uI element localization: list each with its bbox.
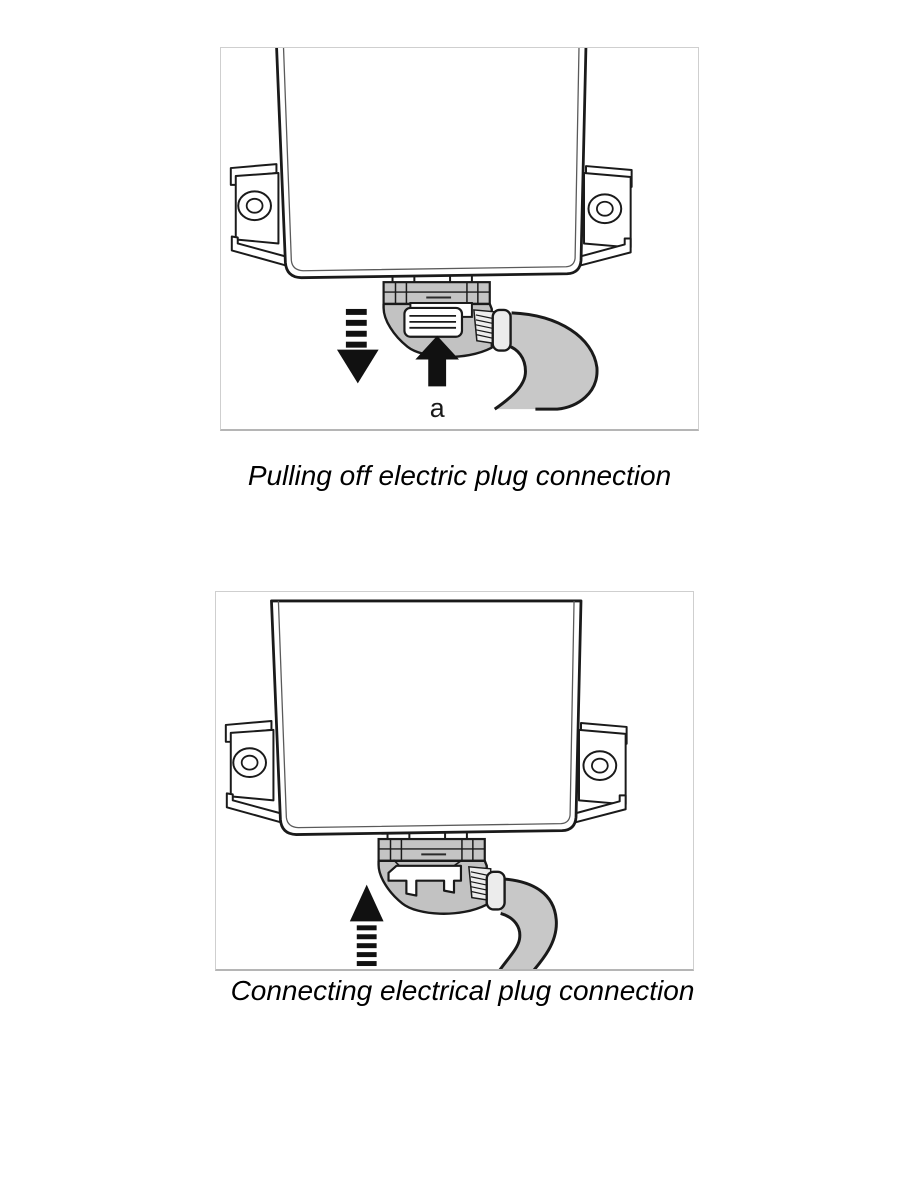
- arrow-up-dashed-icon: [349, 884, 384, 967]
- illustration-connecting: [224, 599, 629, 969]
- figure-connecting: [215, 591, 694, 971]
- arrow-up-solid-icon: [415, 335, 460, 387]
- cable: [498, 877, 558, 969]
- figure-caption-connecting: Connecting electrical plug connection: [230, 975, 695, 1006]
- cable: [493, 311, 599, 411]
- figure-pulling-off: a: [220, 47, 699, 431]
- connector-latch: [403, 302, 473, 338]
- figure-caption-pulling-off: Pulling off electric plug connection: [247, 460, 672, 491]
- cable-gland: [485, 870, 506, 911]
- illustration-pulling-off: a: [229, 48, 634, 423]
- arrow-down-dashed-icon: [336, 308, 379, 384]
- cable-gland: [491, 308, 512, 352]
- callout-label-a: a: [430, 393, 445, 423]
- connector-latch: [387, 859, 463, 897]
